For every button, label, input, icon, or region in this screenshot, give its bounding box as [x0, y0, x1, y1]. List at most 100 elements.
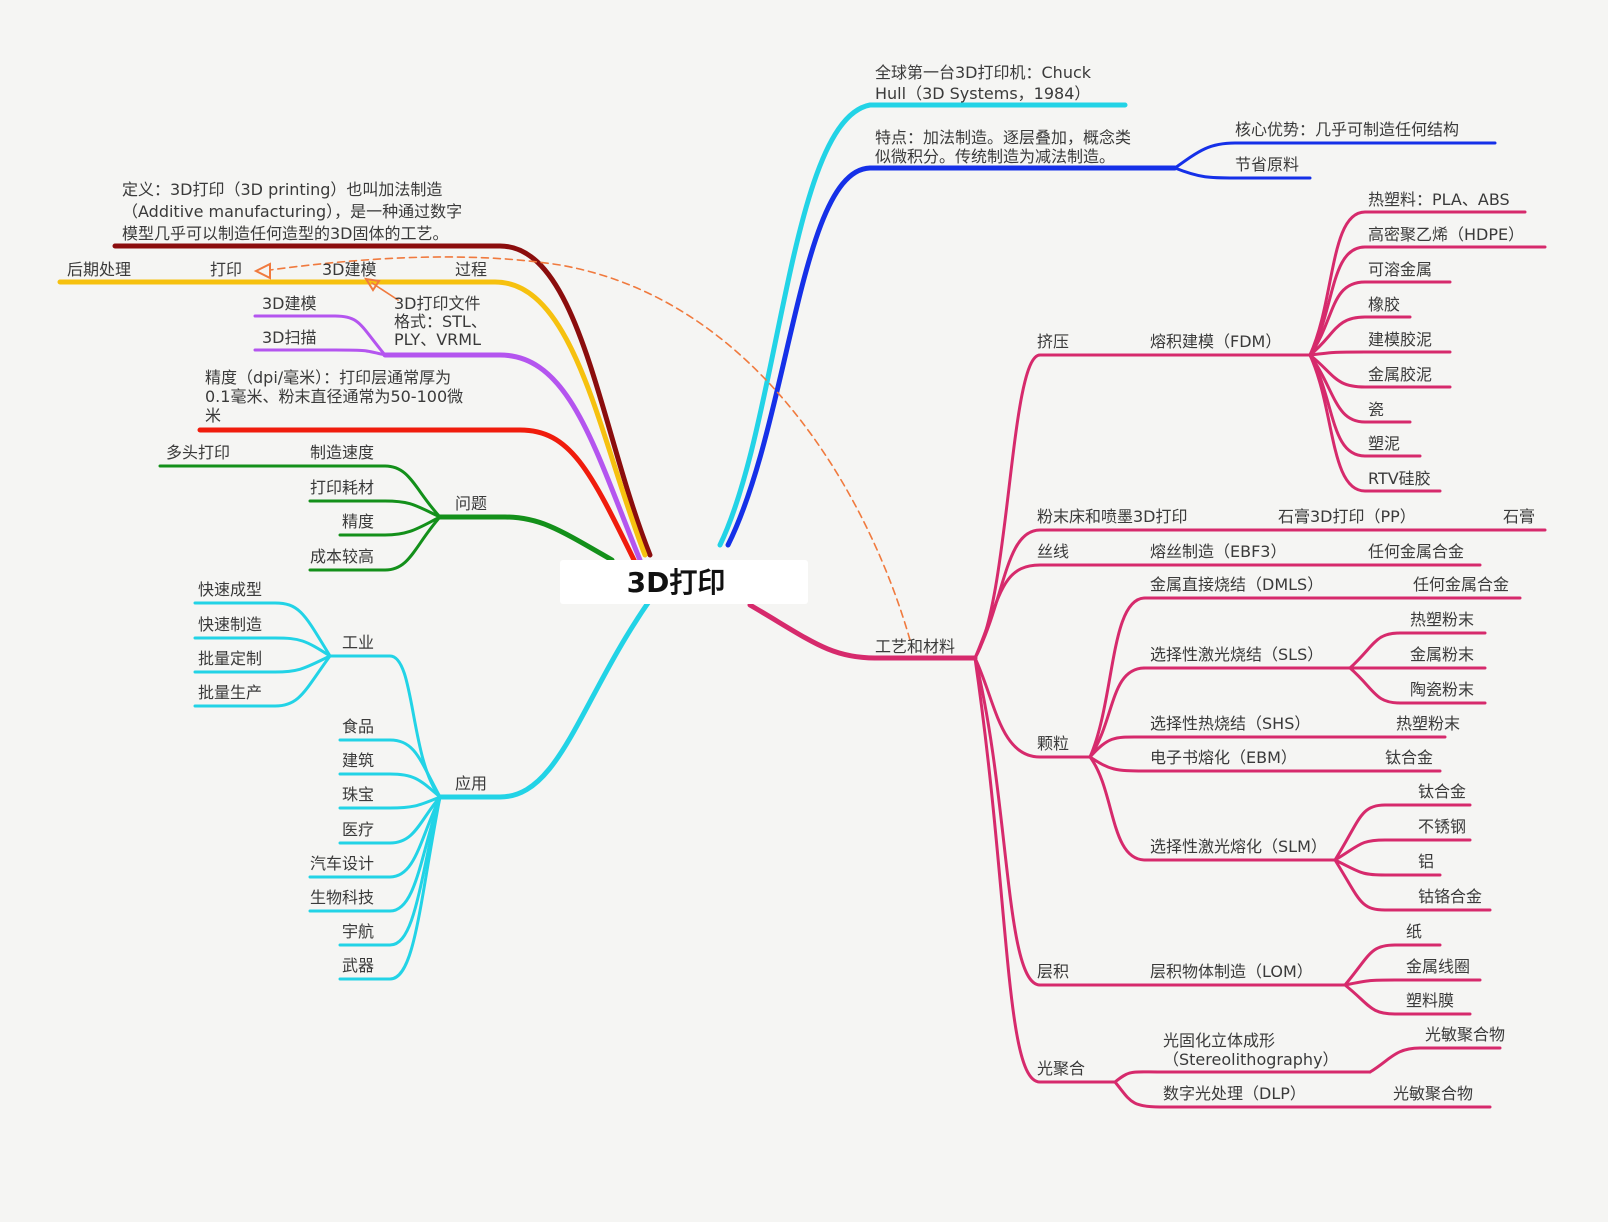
dlp-label[interactable]: 数字光处理（DLP） — [1163, 1084, 1306, 1103]
format-line-3[interactable]: PLY、VRML — [394, 330, 481, 349]
fdm-material-8[interactable]: 塑泥 — [1368, 434, 1400, 453]
fdm-material-1[interactable]: 热塑料：PLA、ABS — [1368, 190, 1510, 209]
slm-material-1[interactable]: 钛合金 — [1418, 782, 1466, 801]
link-sla — [1113, 1070, 1372, 1084]
issue-speed[interactable]: 制造速度 — [310, 443, 374, 462]
fdm-material-3[interactable]: 可溶金属 — [1368, 260, 1432, 279]
link-slm-m2 — [1333, 838, 1472, 862]
extrusion-label[interactable]: 挤压 — [1037, 332, 1069, 351]
industry-item-3[interactable]: 批量定制 — [198, 649, 262, 668]
precision-line-2[interactable]: 0.1毫米、粉末直径通常为50-100微 — [205, 387, 463, 406]
features-line-1[interactable]: 特点：加法制造。逐层叠加，概念类 — [875, 128, 1131, 147]
feature-advantage[interactable]: 核心优势：几乎可制造任何结构 — [1235, 120, 1459, 139]
definition-line-2[interactable]: （Additive manufacturing），是一种通过数字 — [122, 202, 462, 221]
format-line-1[interactable]: 3D打印文件 — [394, 294, 481, 313]
issue-speed-child[interactable]: 多头打印 — [166, 443, 230, 462]
sls-label[interactable]: 选择性激光烧结（SLS） — [1150, 645, 1323, 664]
lom-label[interactable]: 层积物体制造（LOM） — [1150, 962, 1313, 981]
lom-material-1[interactable]: 纸 — [1406, 922, 1422, 941]
wire-label[interactable]: 丝线 — [1037, 542, 1069, 561]
issues-label[interactable]: 问题 — [455, 494, 487, 513]
process-left-label[interactable]: 过程 — [455, 260, 487, 279]
ebf3-material[interactable]: 任何金属合金 — [1368, 542, 1464, 561]
link-photo — [973, 656, 1117, 1084]
application-item-1[interactable]: 食品 — [342, 717, 374, 736]
process-step-modeling[interactable]: 3D建模 — [322, 260, 377, 279]
lom-material-3[interactable]: 塑料膜 — [1406, 991, 1454, 1010]
shs-material[interactable]: 热塑粉末 — [1396, 714, 1460, 733]
dlp-material[interactable]: 光敏聚合物 — [1393, 1084, 1473, 1103]
applications-label[interactable]: 应用 — [455, 774, 487, 793]
slm-label[interactable]: 选择性激光熔化（SLM） — [1150, 837, 1327, 856]
features-line-2[interactable]: 似微积分。传统制造为减法制造。 — [875, 147, 1115, 166]
application-item-5[interactable]: 汽车设计 — [310, 854, 374, 873]
application-item-3[interactable]: 珠宝 — [342, 785, 374, 804]
root-node-label[interactable]: 3D打印 — [627, 566, 726, 599]
application-item-7[interactable]: 宇航 — [342, 922, 374, 941]
issue-precision[interactable]: 精度 — [342, 512, 374, 531]
feature-saving[interactable]: 节省原料 — [1235, 155, 1299, 174]
industry-label[interactable]: 工业 — [342, 633, 374, 652]
laminated-label[interactable]: 层积 — [1037, 962, 1069, 981]
precision-line-1[interactable]: 精度（dpi/毫米）：打印层通常厚为 — [205, 368, 451, 387]
process-step-post[interactable]: 后期处理 — [67, 260, 131, 279]
process-label[interactable]: 工艺和材料 — [875, 637, 955, 656]
ebf3-label[interactable]: 熔丝制造（EBF3） — [1150, 542, 1286, 561]
definition-line-3[interactable]: 模型几乎可以制造任何造型的3D固体的工艺。 — [122, 224, 449, 243]
link-slm-m1 — [1333, 803, 1472, 862]
link-sls — [1088, 666, 1352, 759]
sla-line-1[interactable]: 光固化立体成形 — [1163, 1031, 1275, 1050]
link-lom-m2 — [1343, 978, 1482, 987]
fdm-material-7[interactable]: 瓷 — [1368, 400, 1384, 419]
industry-item-2[interactable]: 快速制造 — [198, 615, 262, 634]
origin-line-2[interactable]: Hull（3D Systems，1984） — [875, 84, 1090, 103]
fdm-material-2[interactable]: 高密聚乙烯（HDPE） — [1368, 225, 1524, 244]
application-item-6[interactable]: 生物科技 — [310, 888, 374, 907]
fdm-label[interactable]: 熔积建模（FDM） — [1150, 332, 1281, 351]
pp-material[interactable]: 石膏 — [1503, 507, 1535, 526]
sls-material-1[interactable]: 热塑粉末 — [1410, 610, 1474, 629]
fdm-material-5[interactable]: 建模胶泥 — [1368, 330, 1432, 349]
issue-material[interactable]: 打印耗材 — [310, 478, 374, 497]
sls-material-3[interactable]: 陶瓷粉末 — [1410, 680, 1474, 699]
precision-line-3[interactable]: 米 — [205, 406, 221, 425]
link-dmls — [1088, 596, 1522, 759]
slm-material-3[interactable]: 铝 — [1418, 852, 1434, 871]
shs-label[interactable]: 选择性热烧结（SHS） — [1150, 714, 1310, 733]
link-precision — [197, 427, 638, 565]
link-fdm-m1 — [1308, 210, 1527, 357]
pp-label[interactable]: 石膏3D打印（PP） — [1278, 507, 1416, 526]
application-item-4[interactable]: 医疗 — [342, 820, 374, 839]
fdm-material-9[interactable]: RTV硅胶 — [1368, 469, 1431, 488]
photo-label[interactable]: 光聚合 — [1037, 1059, 1085, 1078]
modeling-child-1[interactable]: 3D建模 — [262, 294, 317, 313]
origin-line-1[interactable]: 全球第一台3D打印机：Chuck — [875, 63, 1092, 82]
slm-material-4[interactable]: 钴铬合金 — [1418, 887, 1482, 906]
granular-label[interactable]: 颗粒 — [1037, 734, 1069, 753]
process-step-printing[interactable]: 打印 — [210, 260, 242, 279]
slm-material-2[interactable]: 不锈钢 — [1418, 817, 1466, 836]
application-item-8[interactable]: 武器 — [342, 956, 374, 975]
sla-line-2[interactable]: （Stereolithography） — [1163, 1050, 1339, 1069]
dashed-link-process — [269, 256, 911, 641]
dmls-material[interactable]: 任何金属合金 — [1413, 575, 1509, 594]
industry-item-1[interactable]: 快速成型 — [198, 580, 262, 599]
dmls-label[interactable]: 金属直接烧结（DMLS） — [1150, 575, 1323, 594]
modeling-child-2[interactable]: 3D扫描 — [262, 328, 317, 347]
ebm-label[interactable]: 电子书熔化（EBM） — [1150, 748, 1297, 767]
format-line-2[interactable]: 格式：STL、 — [394, 312, 487, 331]
dashed-arrow-head-2 — [363, 277, 381, 292]
link-ind-3 — [193, 654, 332, 674]
fdm-material-6[interactable]: 金属胶泥 — [1368, 365, 1432, 384]
definition-line-1[interactable]: 定义：3D打印（3D printing）也叫加法制造 — [122, 180, 442, 199]
ebm-material[interactable]: 钛合金 — [1385, 748, 1433, 767]
sls-material-2[interactable]: 金属粉末 — [1410, 645, 1474, 664]
fdm-material-4[interactable]: 橡胶 — [1368, 295, 1400, 314]
industry-item-4[interactable]: 批量生产 — [198, 683, 262, 702]
branch-links — [57, 102, 1547, 1109]
powder-label[interactable]: 粉末床和喷墨3D打印 — [1037, 507, 1188, 526]
issue-cost[interactable]: 成本较高 — [310, 547, 374, 566]
lom-material-2[interactable]: 金属线圈 — [1406, 957, 1470, 976]
sla-material[interactable]: 光敏聚合物 — [1425, 1025, 1505, 1044]
application-item-2[interactable]: 建筑 — [342, 751, 374, 770]
